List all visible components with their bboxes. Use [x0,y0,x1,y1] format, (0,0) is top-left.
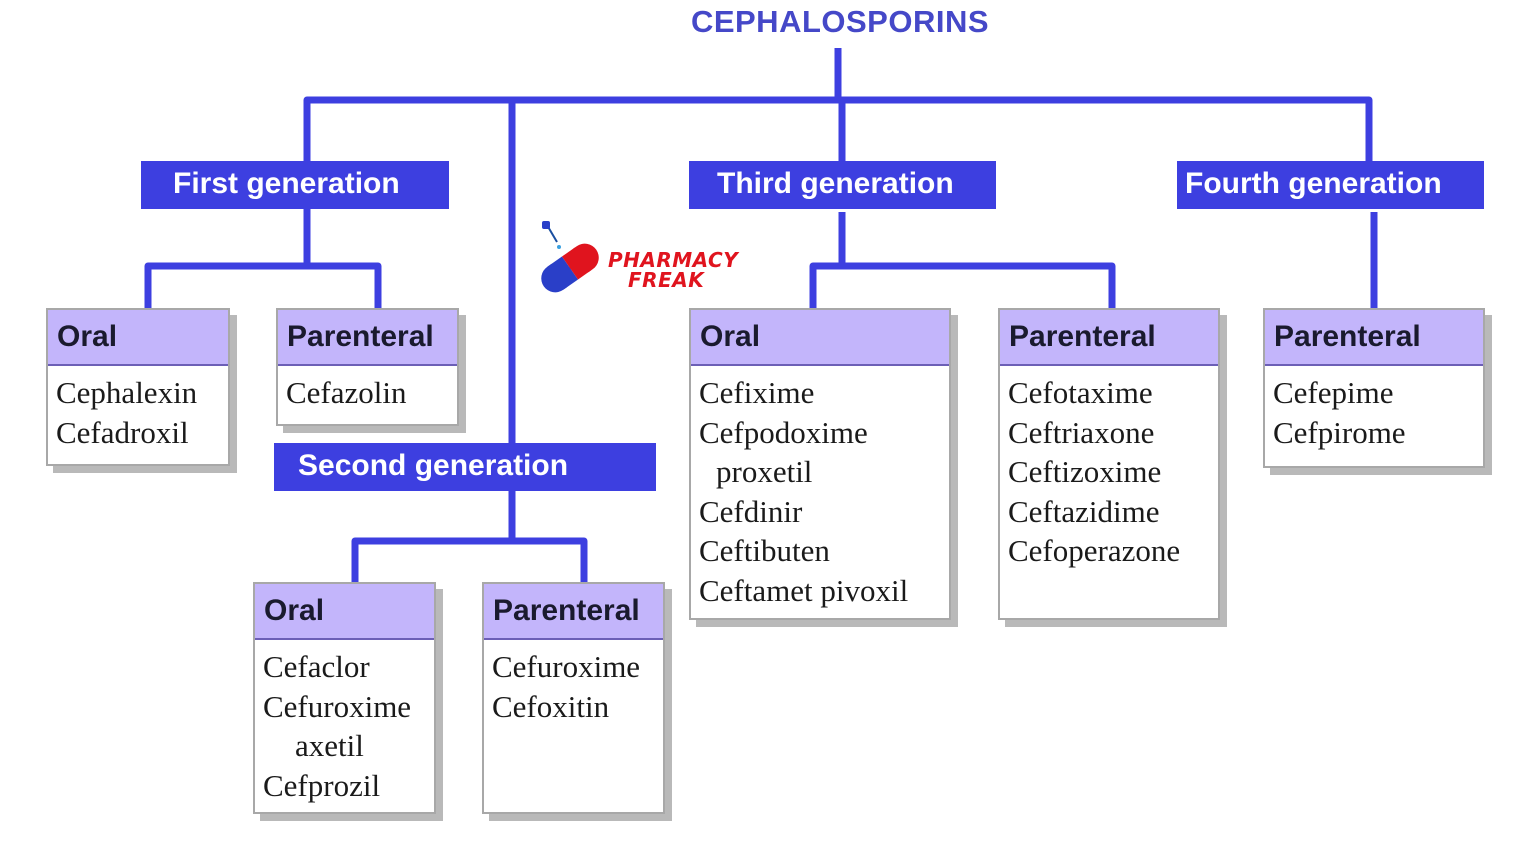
second-gen-oral-box: Oral Cefaclor Cefuroxime axetil Cefprozi… [253,582,436,814]
third-gen-parenteral-box: Parenteral Cefotaxime Ceftriaxone Ceftiz… [998,308,1220,620]
fourth-generation-header: Fourth generation [1177,161,1484,209]
drug-item: Cefoxitin [492,688,610,724]
drug-item: Cefazolin [286,375,407,410]
first-gen-branch [144,209,382,308]
first-gen-parenteral-box: Parenteral Cefazolin [276,308,459,426]
box-header-oral: Oral [255,584,434,640]
box-header-parenteral: Parenteral [1265,310,1483,366]
second-gen-parenteral-box: Parenteral Cefuroxime Cefoxitin [482,582,665,814]
drug-item: proxetil [716,454,813,489]
capsule-dropper-icon [541,221,599,293]
drug-list: Cefazolin [278,366,457,413]
drug-item: Cefotaxime [1008,375,1153,410]
fourth-gen-parenteral-box: Parenteral Cefepime Cefpirome [1263,308,1485,468]
logo-text-line1: PHARMACY [608,248,739,272]
first-generation-header: First generation [141,161,449,209]
drug-item: Cefpodoxime [699,414,868,450]
drug-list: Cefixime Cefpodoxime proxetil Cefdinir C… [691,366,949,610]
drug-item: Cefepime [1273,375,1394,410]
drug-item: Cefaclor [263,649,370,684]
drug-item: Cefadroxil [56,414,189,450]
first-gen-oral-box: Oral Cephalexin Cefadroxil [46,308,230,466]
drug-item: Cefoperazone [1008,533,1181,568]
drug-list: Cephalexin Cefadroxil [48,366,228,452]
page-title: CEPHALOSPORINS [690,4,990,39]
box-header-parenteral: Parenteral [1000,310,1218,366]
drug-item: Cefuroxime [492,649,641,684]
third-generation-header: Third generation [689,161,996,209]
drug-item: axetil [295,728,364,763]
drug-item: Cefuroxime [263,688,412,724]
box-header-parenteral: Parenteral [484,584,663,640]
drug-item: Ceftazidime [1008,493,1160,529]
main-bus [303,96,1373,162]
drug-item: Cefixime [699,375,815,410]
drug-item: Ceftriaxone [1008,414,1155,450]
drug-list: Cefepime Cefpirome [1265,366,1483,452]
third-gen-branch [809,212,1116,308]
drug-item: Cefpirome [1273,414,1406,450]
second-generation-header: Second generation [274,443,656,491]
drug-list: Cefotaxime Ceftriaxone Ceftizoxime Cefta… [1000,366,1218,571]
box-header-parenteral: Parenteral [278,310,457,366]
drug-list: Cefuroxime Cefoxitin [484,640,663,726]
drug-item: Cefdinir [699,493,803,529]
box-header-oral: Oral [48,310,228,366]
second-gen-branch [351,491,588,582]
pharmacy-freak-logo: PHARMACY FREAK [530,218,738,300]
logo-text-line2: FREAK [628,268,705,292]
drug-item: Ceftamet pivoxil [699,572,909,608]
drug-item: Ceftibuten [699,533,830,568]
drug-item: Cefprozil [263,767,381,803]
drug-item: Cephalexin [56,375,198,410]
drug-list: Cefaclor Cefuroxime axetil Cefprozil [255,640,434,805]
third-gen-oral-box: Oral Cefixime Cefpodoxime proxetil Cefdi… [689,308,951,620]
box-header-oral: Oral [691,310,949,366]
drug-item: Ceftizoxime [1008,454,1162,489]
